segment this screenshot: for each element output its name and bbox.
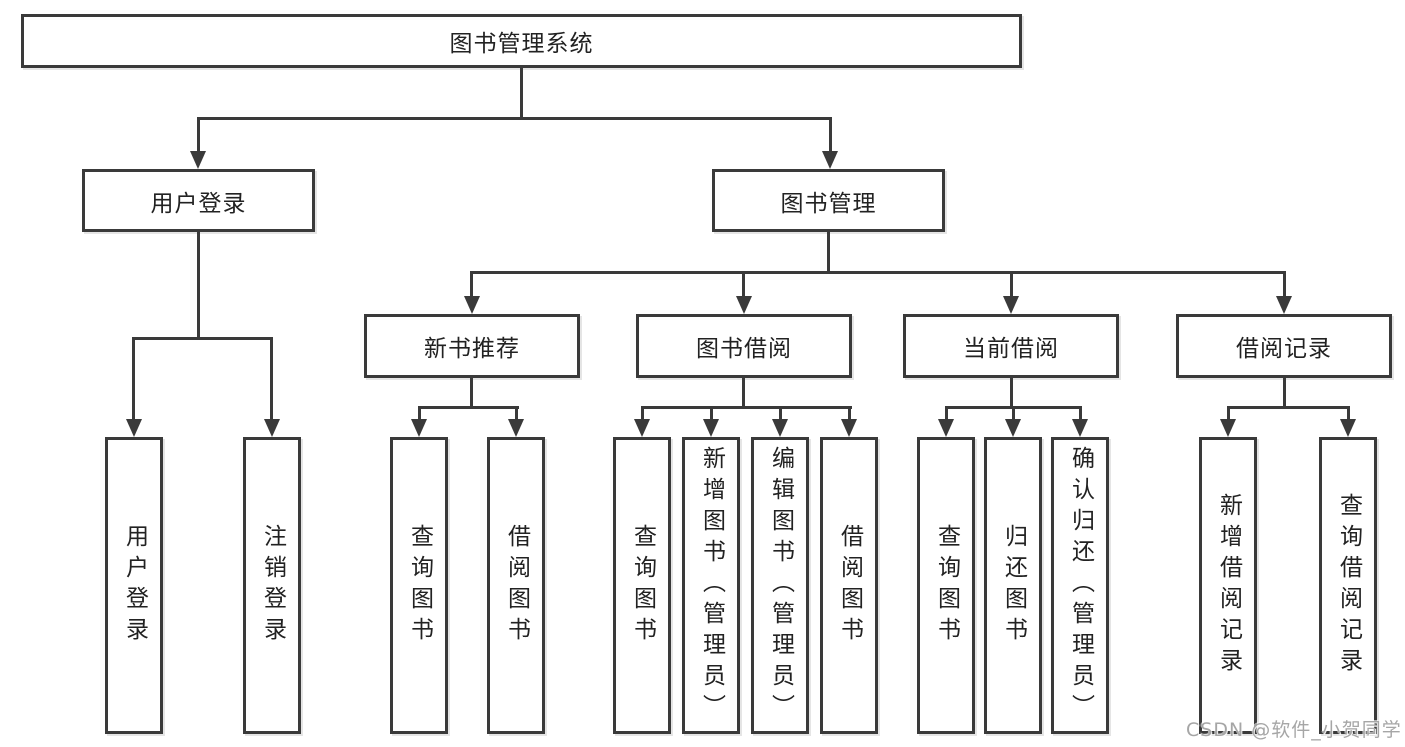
- leaf-records-query-record: 查询借阅记录: [1319, 437, 1377, 734]
- node-book-management: 图书管理: [712, 169, 945, 232]
- node-label: 借阅图书: [503, 523, 530, 648]
- arrowhead-newbook-borrow: [508, 419, 524, 437]
- connector-bookmgmt-stub-1: [470, 271, 473, 297]
- leaf-current-return-books: 归还图书: [984, 437, 1042, 734]
- leaf-logout: 注销登录: [243, 437, 301, 734]
- arrowhead-book-borrowing: [736, 296, 752, 314]
- node-label: 查询借阅记录: [1335, 492, 1362, 679]
- node-current-borrowing: 当前借阅: [903, 314, 1119, 378]
- node-label: 查询图书: [406, 523, 433, 648]
- leaf-borrowing-add-books-admin: 新增图书（管理员）: [682, 437, 740, 734]
- connector-current-stub-1: [945, 406, 948, 420]
- arrowhead-book-management: [822, 151, 838, 169]
- connector-newbook-hline: [418, 406, 519, 409]
- node-label: 图书借阅: [696, 336, 792, 362]
- arrowhead-leaf-user-login: [126, 419, 142, 437]
- csdn-watermark: CSDN @软件_小贺同学: [1186, 719, 1402, 741]
- node-label: 借阅图书: [836, 523, 863, 648]
- connector-root-hline: [197, 117, 831, 120]
- connector-userlogin-stub-2: [270, 337, 273, 420]
- node-label: 当前借阅: [963, 336, 1059, 362]
- node-label: 图书管理系统: [449, 31, 594, 57]
- node-label: 新增借阅记录: [1215, 492, 1242, 679]
- connector-userlogin-vline: [197, 230, 200, 340]
- connector-userlogin-hline: [132, 337, 273, 340]
- leaf-borrowing-borrow-books: 借阅图书: [820, 437, 878, 734]
- connector-newbook-stub-2: [515, 406, 518, 420]
- node-label: 新增图书（管理员）: [698, 446, 725, 725]
- arrowhead-current-borrowing: [1003, 296, 1019, 314]
- arrowhead-borrowing-edit: [772, 419, 788, 437]
- arrowhead-borrowing-add: [703, 419, 719, 437]
- node-library-management-system: 图书管理系统: [21, 14, 1022, 68]
- node-label: 图书管理: [780, 190, 877, 217]
- leaf-current-query-books: 查询图书: [917, 437, 975, 734]
- connector-records-vline: [1283, 376, 1286, 409]
- connector-newbook-stub-1: [418, 406, 421, 420]
- arrowhead-borrowing-borrow: [841, 419, 857, 437]
- arrowhead-leaf-logout: [264, 419, 280, 437]
- node-borrowing-records: 借阅记录: [1176, 314, 1392, 378]
- connector-current-stub-3: [1079, 406, 1082, 420]
- node-label: 用户登录: [150, 190, 247, 217]
- connector-borrowing-stub-3: [779, 406, 782, 420]
- arrowhead-current-query: [938, 419, 954, 437]
- node-user-login: 用户登录: [82, 169, 315, 232]
- connector-root-stub-right: [829, 117, 832, 152]
- leaf-borrowing-edit-books-admin: 编辑图书（管理员）: [751, 437, 809, 734]
- connector-root-stub-left: [197, 117, 200, 152]
- arrowhead-newbook-query: [411, 419, 427, 437]
- connector-root-vline: [520, 66, 523, 120]
- connector-newbook-vline: [470, 376, 473, 409]
- connector-current-stub-2: [1012, 406, 1015, 420]
- connector-bookmgmt-vline: [827, 230, 830, 274]
- connector-borrowing-stub-4: [848, 406, 851, 420]
- leaf-records-add-record: 新增借阅记录: [1199, 437, 1257, 734]
- connector-borrowing-vline: [742, 376, 745, 409]
- node-book-borrowing: 图书借阅: [636, 314, 852, 378]
- node-label: 注销登录: [259, 523, 286, 648]
- arrowhead-user-login: [190, 151, 206, 169]
- leaf-newbook-query-books: 查询图书: [390, 437, 448, 734]
- connector-bookmgmt-stub-2: [742, 271, 745, 297]
- leaf-newbook-borrow-books: 借阅图书: [487, 437, 545, 734]
- node-label: 新书推荐: [424, 336, 520, 362]
- connector-bookmgmt-stub-3: [1010, 271, 1013, 297]
- connector-bookmgmt-hline: [470, 271, 1286, 274]
- connector-borrowing-hline: [641, 406, 852, 409]
- connector-records-hline: [1227, 406, 1350, 409]
- node-label: 查询图书: [629, 523, 656, 648]
- arrowhead-borrowing-query: [634, 419, 650, 437]
- leaf-user-login: 用户登录: [105, 437, 163, 734]
- node-label: 用户登录: [121, 523, 148, 648]
- node-label: 编辑图书（管理员）: [767, 446, 794, 725]
- connector-borrowing-stub-2: [710, 406, 713, 420]
- arrowhead-records-add: [1220, 419, 1236, 437]
- connector-borrowing-stub-1: [641, 406, 644, 420]
- leaf-current-confirm-return-admin: 确认归还（管理员）: [1051, 437, 1109, 734]
- arrowhead-borrowing-records: [1276, 296, 1292, 314]
- node-label: 查询图书: [933, 523, 960, 648]
- connector-userlogin-stub-1: [132, 337, 135, 420]
- connector-bookmgmt-stub-4: [1283, 271, 1286, 297]
- arrowhead-current-return: [1005, 419, 1021, 437]
- arrowhead-current-confirm-return: [1072, 419, 1088, 437]
- node-new-book-recommendation: 新书推荐: [364, 314, 580, 378]
- connector-records-stub-1: [1227, 406, 1230, 420]
- connector-records-stub-2: [1347, 406, 1350, 420]
- node-label: 借阅记录: [1236, 336, 1332, 362]
- leaf-borrowing-query-books: 查询图书: [613, 437, 671, 734]
- node-label: 确认归还（管理员）: [1067, 446, 1094, 725]
- node-label: 归还图书: [1000, 523, 1027, 648]
- connector-current-vline: [1010, 376, 1013, 409]
- arrowhead-records-query: [1340, 419, 1356, 437]
- arrowhead-new-book-recommendation: [464, 296, 480, 314]
